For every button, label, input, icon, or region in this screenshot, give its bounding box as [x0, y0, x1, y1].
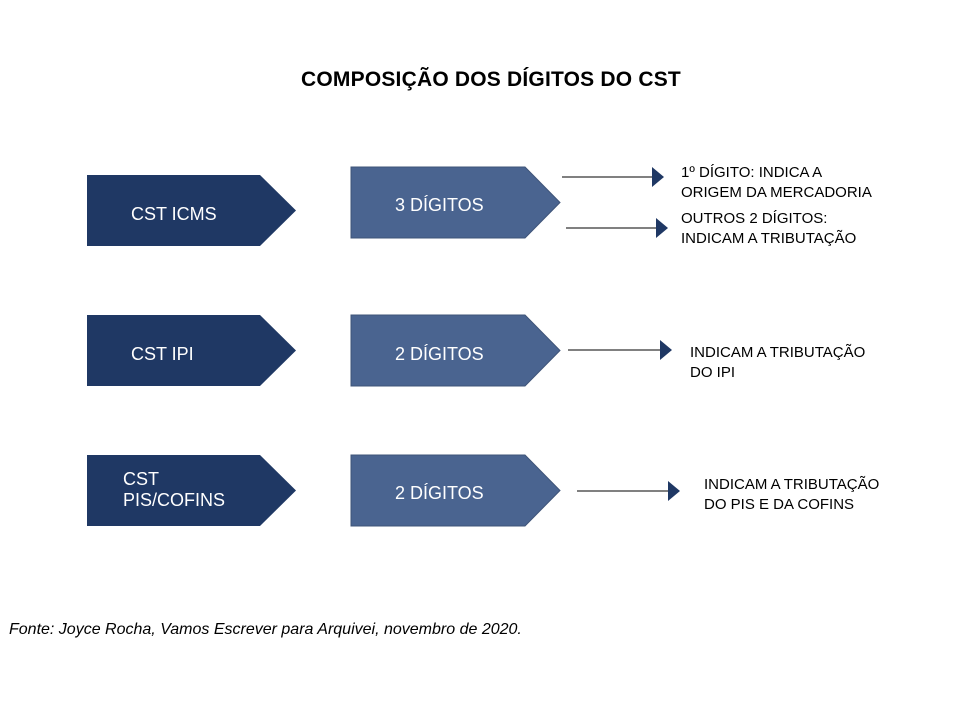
cst-ipi-chevron-shape: [87, 315, 296, 386]
cst-ipi-chevron: CST IPI: [87, 315, 296, 386]
ipi-digits-label: 2 DÍGITOS: [395, 344, 484, 364]
cst-pis-cofins-chevron: CST PIS/COFINS: [87, 455, 296, 526]
ipi-digits-chevron: 2 DÍGITOS: [350, 314, 561, 387]
icms-digits-chevron: 3 DÍGITOS: [350, 166, 561, 239]
diagram-title: COMPOSIÇÃO DOS DÍGITOS DO CST: [301, 68, 681, 91]
pis-cofins-taxation-arrow: [577, 481, 680, 501]
icms-digits-label: 3 DÍGITOS: [395, 195, 484, 215]
ipi-digits-chevron-shape: [350, 314, 561, 387]
icms-taxation-note: OUTROS 2 DÍGITOS: INDICAM A TRIBUTAÇÃO: [681, 210, 857, 247]
icms-origin-note: 1º DÍGITO: INDICA A ORIGEM DA MERCADORIA: [681, 164, 872, 201]
icms-taxation-arrow: [566, 218, 668, 238]
ipi-taxation-arrow: [568, 340, 672, 360]
pis-cofins-digits-chevron: 2 DÍGITOS: [350, 454, 561, 527]
cst-icms-chevron: CST ICMS: [87, 175, 296, 246]
icms-digits-chevron-shape: [350, 166, 561, 239]
cst-pis-cofins-label: CST PIS/COFINS: [123, 469, 226, 510]
cst-icms-label: CST ICMS: [131, 204, 217, 224]
cst-pis-cofins-chevron-shape: [87, 455, 296, 526]
pis-cofins-digits-label: 2 DÍGITOS: [395, 483, 484, 503]
source-caption: Fonte: Joyce Rocha, Vamos Escrever para …: [9, 621, 522, 638]
cst-ipi-label: CST IPI: [131, 344, 194, 364]
pis-cofins-taxation-note: INDICAM A TRIBUTAÇÃO DO PIS E DA COFINS: [704, 476, 880, 513]
pis-cofins-digits-chevron-shape: [350, 454, 561, 527]
cst-icms-chevron-shape: [87, 175, 296, 246]
icms-origin-arrow: [562, 167, 664, 187]
ipi-taxation-note: INDICAM A TRIBUTAÇÃO DO IPI: [690, 344, 866, 381]
